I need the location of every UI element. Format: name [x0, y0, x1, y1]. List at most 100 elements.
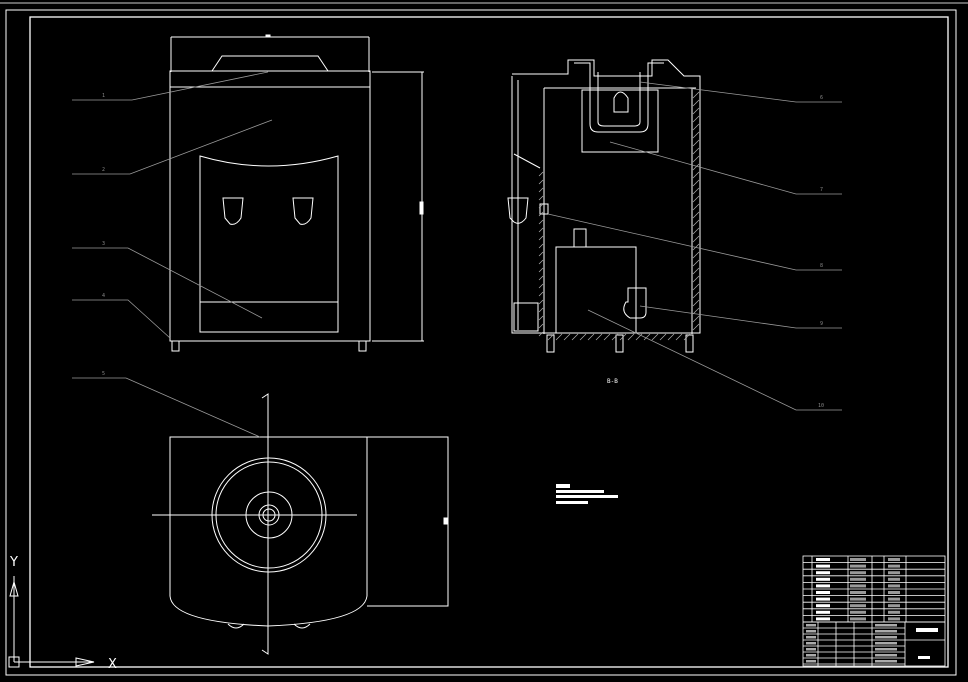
- parts-material-cell: [850, 571, 866, 575]
- hatch-line: [692, 251, 700, 259]
- parts-material-cell: [850, 577, 866, 581]
- hatch-line: [692, 227, 700, 235]
- sheet-outer-border: [5, 9, 957, 676]
- hatch-line: [538, 171, 544, 177]
- section-foot-mid: [615, 334, 624, 353]
- section-view: [507, 59, 701, 353]
- tb-cell-text: [875, 630, 897, 633]
- parts-name-cell: [816, 591, 830, 594]
- parts-material-cell: [850, 597, 866, 601]
- parts-note-cell: [888, 610, 900, 614]
- hatch-line: [538, 235, 544, 241]
- hatch-line: [692, 259, 700, 267]
- hatch-line: [538, 195, 544, 201]
- leader-10: [587, 309, 842, 411]
- hatch-line: [692, 235, 700, 243]
- parts-note-cell: [888, 604, 900, 608]
- top-dim-text: [443, 517, 449, 525]
- callout-5: 5: [102, 371, 105, 377]
- hatch-line: [555, 333, 563, 341]
- tb-cell-text: [806, 630, 816, 633]
- section-label: B-B: [607, 378, 618, 385]
- ucs-y-arrow: [9, 580, 19, 597]
- section-drip-tray: [513, 302, 539, 332]
- callout-3: 3: [102, 241, 105, 247]
- hatch-line: [692, 267, 700, 275]
- tb-cell-text: [806, 642, 816, 645]
- hatch-line: [595, 333, 603, 341]
- top-foot-left: [227, 623, 245, 629]
- tb-cell-text: [875, 660, 897, 663]
- hatch-line: [692, 203, 700, 211]
- parts-name-cell: [816, 564, 830, 568]
- callout-10: 10: [818, 403, 824, 409]
- leader-1: [72, 71, 269, 101]
- front-dim-text-top: [265, 34, 271, 38]
- top-leaders: [72, 377, 261, 438]
- tb-cell-text: [806, 624, 816, 627]
- hatch-line: [692, 99, 700, 107]
- section-outer-profile: [511, 59, 701, 334]
- hatch-line: [538, 187, 544, 193]
- notes-heading: [556, 484, 570, 488]
- top-view: [152, 393, 449, 655]
- parts-name-cell: [816, 610, 830, 614]
- tb-cell-text: [875, 636, 897, 639]
- ucs-x-arrow: [75, 657, 95, 667]
- parts-note-cell: [888, 597, 900, 601]
- hatch-line: [692, 299, 700, 307]
- hatch-line: [692, 283, 700, 291]
- front-view: [169, 34, 424, 352]
- hatch-line: [635, 333, 643, 341]
- hatch-line: [692, 307, 700, 315]
- hatch-line: [692, 115, 700, 123]
- hatch-line: [692, 243, 700, 251]
- callout-6: 6: [820, 95, 823, 101]
- hatch-line: [692, 107, 700, 115]
- hatch-line: [538, 283, 544, 289]
- hatch-line: [538, 291, 544, 297]
- leader-2: [72, 119, 273, 175]
- section-tank-vent: [573, 228, 587, 248]
- parts-name-cell: [816, 571, 830, 575]
- hatch-line: [692, 323, 700, 331]
- callout-7: 7: [820, 187, 823, 193]
- hatch-line: [538, 267, 544, 273]
- section-bottle-neck-inner: [597, 72, 641, 127]
- hatch-line: [611, 333, 619, 341]
- ucs-origin-box: [8, 656, 20, 668]
- parts-material-cell: [850, 604, 866, 608]
- title-block: [802, 555, 946, 667]
- hatch-line: [692, 123, 700, 131]
- hatch-line: [692, 155, 700, 163]
- top-back-outline: [367, 436, 449, 607]
- front-lid: [211, 55, 329, 72]
- tb-cell-text: [806, 636, 816, 639]
- hatch-line: [538, 211, 544, 217]
- hatch-line: [692, 219, 700, 227]
- hatch-line: [538, 219, 544, 225]
- section-tap: [507, 197, 529, 224]
- notes-line-1: [556, 490, 604, 493]
- parts-name-cell: [816, 577, 830, 581]
- hatch-line: [675, 333, 683, 341]
- sheet-inner-border: [29, 16, 949, 668]
- hatch-line: [692, 163, 700, 171]
- hatch-line: [692, 139, 700, 147]
- front-tap-left: [222, 197, 244, 225]
- parts-note-cell: [888, 577, 900, 581]
- hatch-line: [538, 203, 544, 209]
- hatch-line: [692, 211, 700, 219]
- parts-material-cell: [850, 584, 866, 588]
- parts-name-cell: [816, 597, 830, 601]
- hatch-line: [627, 333, 635, 341]
- parts-name-cell: [816, 604, 830, 608]
- tb-cell-text: [806, 660, 816, 663]
- parts-note-cell: [888, 558, 900, 561]
- section-foot-right: [685, 334, 694, 353]
- hatch-line: [683, 333, 691, 341]
- tb-cell-text: [875, 624, 897, 627]
- title-block-grid: [803, 622, 905, 666]
